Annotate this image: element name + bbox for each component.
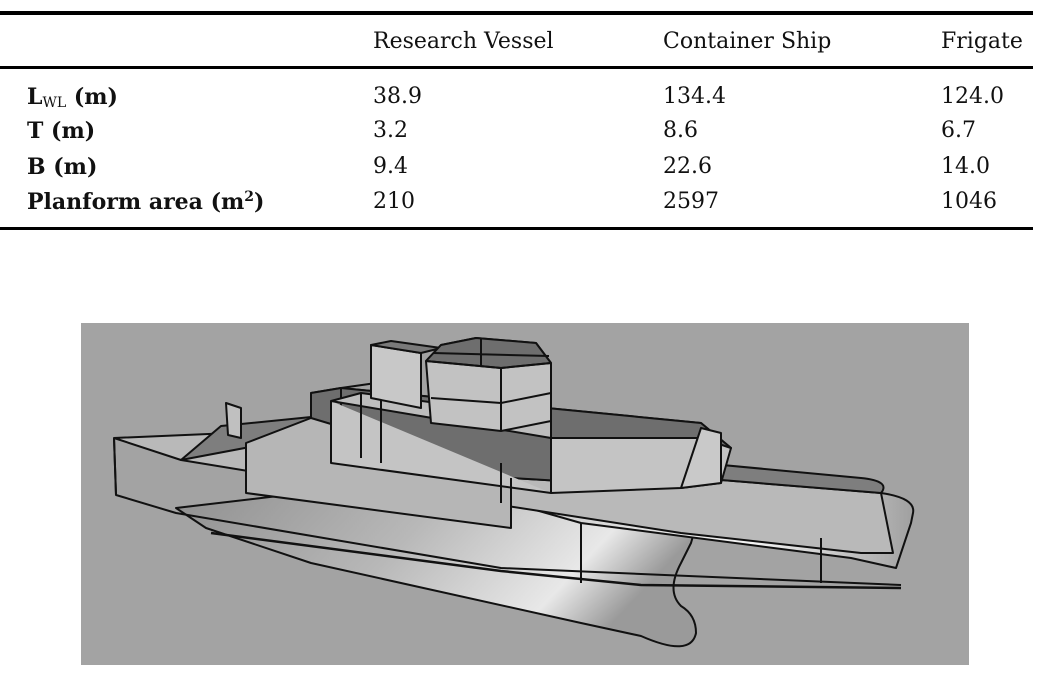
row-label-planform-area: Planform area (m2) <box>27 189 264 215</box>
label-superscript: 2 <box>244 189 255 205</box>
table-bottom-rule <box>0 227 1033 230</box>
table-cell: 3.2 <box>373 118 408 143</box>
table-cell: 134.4 <box>663 84 726 109</box>
table-cell: 8.6 <box>663 118 698 143</box>
label-subscript: WL <box>42 95 67 111</box>
table-cell: 124.0 <box>941 84 1004 109</box>
table-cell: 22.6 <box>663 154 712 179</box>
row-label-beam: B (m) <box>27 154 98 180</box>
table-cell: 38.9 <box>373 84 422 109</box>
row-label-draft: T (m) <box>27 118 96 144</box>
table-header-rule <box>0 66 1033 69</box>
table-cell: 2597 <box>663 189 719 214</box>
column-header-container-ship: Container Ship <box>663 29 832 54</box>
label-main: L <box>27 84 43 110</box>
table-cell: 1046 <box>941 189 997 214</box>
ship-model-figure <box>81 323 969 665</box>
table-cell: 210 <box>373 189 415 214</box>
column-header-research-vessel: Research Vessel <box>373 29 554 54</box>
table-cell: 9.4 <box>373 154 408 179</box>
table-cell: 6.7 <box>941 118 976 143</box>
label-unit: (m) <box>66 84 118 110</box>
label-end: ) <box>254 189 265 215</box>
table-cell: 14.0 <box>941 154 990 179</box>
row-label-lwl: LWL (m) <box>27 84 118 116</box>
column-header-frigate: Frigate <box>941 29 1023 54</box>
ship-hull-render-icon <box>113 337 915 648</box>
label-main: Planform area (m <box>27 189 245 215</box>
table-top-rule <box>0 11 1033 15</box>
